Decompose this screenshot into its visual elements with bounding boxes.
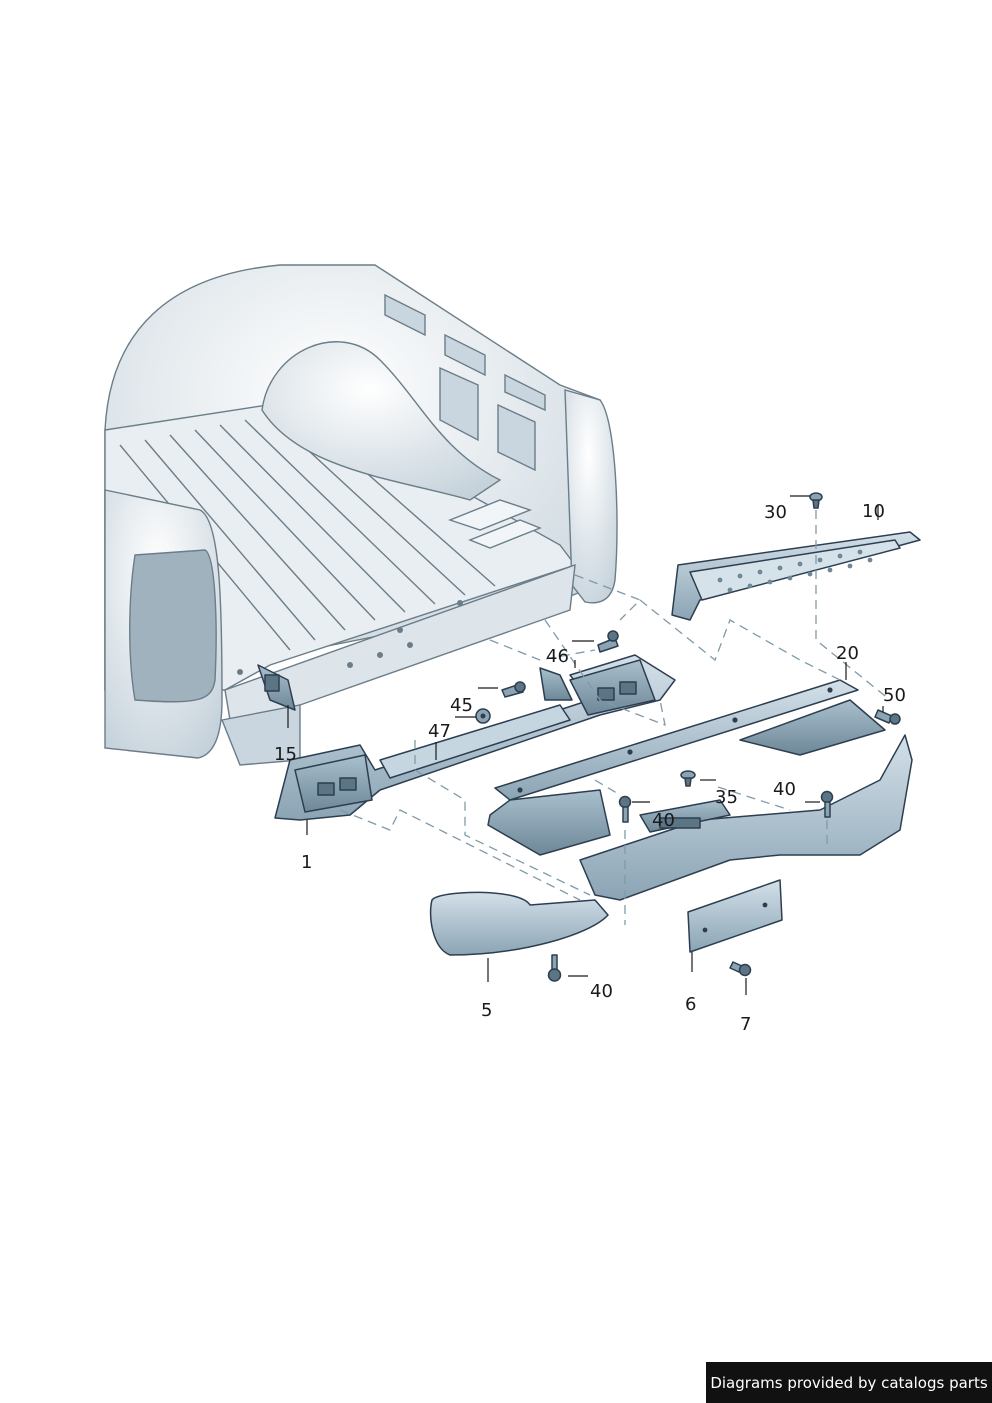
part-15-bracket — [257, 664, 296, 711]
callout-35: 35 — [715, 787, 738, 808]
callout-40a: 40 — [773, 779, 796, 800]
callout-45: 45 — [450, 695, 473, 716]
callout-47: 47 — [428, 721, 451, 742]
callout-7: 7 — [740, 1014, 751, 1035]
credit-banner: Diagrams provided by catalogs parts — [706, 1362, 992, 1403]
part-5-end-cap — [429, 891, 609, 956]
fasteners — [475, 492, 901, 982]
callout-10: 10 — [862, 501, 885, 522]
bolt-40b-icon — [618, 795, 632, 823]
bolt-40c-icon — [547, 954, 562, 982]
callout-50: 50 — [883, 685, 906, 706]
bolt-46-icon — [597, 630, 619, 653]
callout-15: 15 — [274, 744, 297, 765]
part-20-reinforcement — [487, 679, 886, 856]
callout-46: 46 — [546, 646, 569, 667]
truck-bed-illustration — [104, 264, 618, 766]
bolt-7-icon — [729, 961, 752, 977]
callout-40c: 40 — [590, 981, 613, 1002]
part-10-step-pad — [671, 531, 921, 621]
callout-labels: 1 5 6 7 10 15 20 30 35 40 40 40 45 46 47… — [274, 501, 906, 1035]
bumper-main — [579, 734, 913, 901]
assembly-guide-lines — [339, 510, 891, 925]
nut-45-icon — [475, 708, 491, 724]
part-6-plate — [687, 879, 783, 953]
callout-20: 20 — [836, 643, 859, 664]
clip-30-icon — [809, 492, 823, 509]
bolt-40a-icon — [820, 790, 834, 818]
part-1-mounting-rail — [274, 654, 676, 821]
clip-35-icon — [680, 770, 696, 787]
bolt-45-icon — [501, 681, 526, 698]
bolt-50-icon — [874, 709, 901, 725]
callout-40b: 40 — [652, 810, 675, 831]
callout-6: 6 — [685, 994, 696, 1015]
callout-5: 5 — [481, 1000, 492, 1021]
callout-1: 1 — [301, 852, 312, 873]
callout-30: 30 — [764, 502, 787, 523]
leader-lines — [287, 495, 884, 995]
